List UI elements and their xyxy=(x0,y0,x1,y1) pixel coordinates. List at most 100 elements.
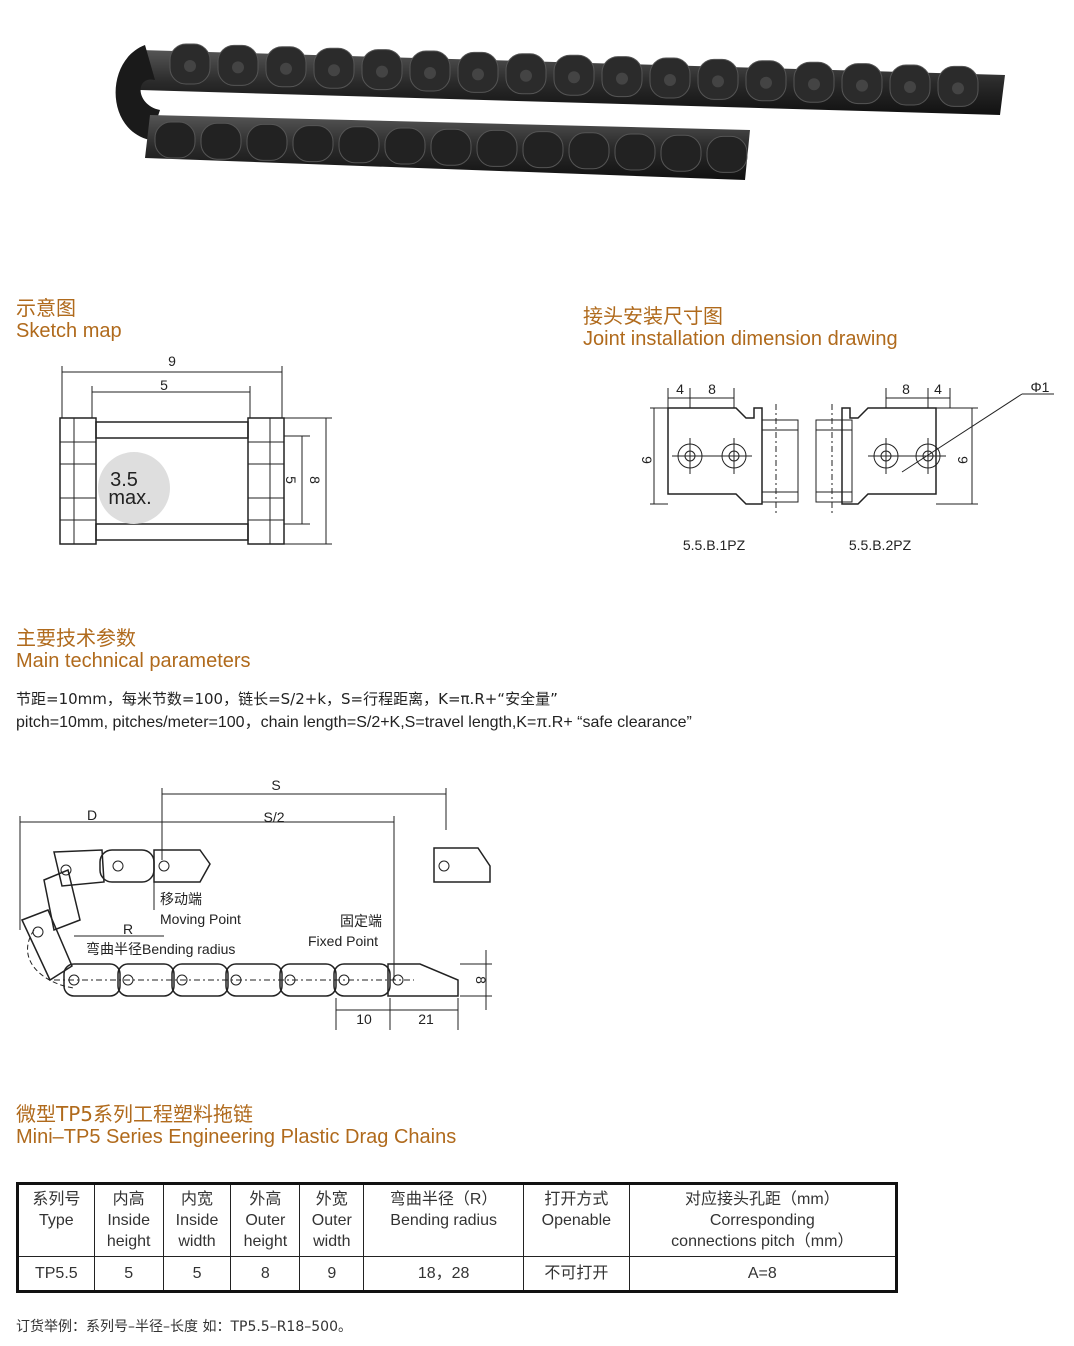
header-line: Outer xyxy=(311,1212,352,1229)
dim-R: R xyxy=(123,921,133,937)
table-header-cell: 打开方式 Openable xyxy=(523,1183,630,1257)
joint-dim-4-left: 4 xyxy=(676,381,684,397)
header-line: width xyxy=(313,1233,351,1250)
joint-dim-8-right: 8 xyxy=(902,381,910,397)
moving-point-cn: 移动端 xyxy=(160,891,202,907)
params-title-cn: 主要技术参数 xyxy=(16,626,136,650)
header-line: 外宽 xyxy=(315,1191,348,1208)
sketch-title-cn: 示意图 xyxy=(16,296,76,320)
series-title-cn: 微型TP5系列工程塑料拖链 xyxy=(16,1102,254,1126)
params-title-en: Main technical parameters xyxy=(16,650,251,672)
chain-link-pin xyxy=(568,71,580,84)
joint-drawing: 4 8 8 4 Φ1 9 9 5.5.B.1PZ 5.5.B.2PZ xyxy=(639,379,1054,553)
chain-link-pin xyxy=(616,72,628,85)
fixed-point-en: Fixed Point xyxy=(308,933,378,949)
joint-height-left: 9 xyxy=(639,456,655,464)
dim-S-half: S/2 xyxy=(263,809,284,825)
header-line: height xyxy=(106,1233,151,1250)
joint-dia: Φ1 xyxy=(1031,379,1050,395)
chain-link-pin xyxy=(424,67,436,79)
header-line: 对应接头孔距（mm） xyxy=(684,1191,840,1208)
chain-link-pin xyxy=(472,68,484,81)
chain-link xyxy=(614,133,656,171)
chain-link xyxy=(200,122,242,160)
chain-link xyxy=(660,134,702,172)
header-line: width xyxy=(178,1233,216,1250)
chain-link-pin xyxy=(712,75,724,88)
fixed-point-cn: 固定端 xyxy=(340,913,382,929)
sketch-dim-5: 5 xyxy=(160,377,168,393)
chain-link-pin xyxy=(760,76,772,89)
chain-link-pin xyxy=(328,64,340,77)
table-cell: TP5.5 xyxy=(17,1256,95,1292)
chain-link xyxy=(522,131,564,169)
chain-link xyxy=(292,125,334,163)
chain-link-pin xyxy=(232,61,244,74)
chain-link xyxy=(246,123,288,161)
table-header-cell: 外宽 Outer width xyxy=(299,1183,365,1257)
table-header-cell: 内宽 Inside width xyxy=(162,1183,232,1257)
joint-label-right: 5.5.B.2PZ xyxy=(849,537,912,553)
joint-dim-8-left: 8 xyxy=(708,381,716,397)
header-line: Inside xyxy=(107,1212,151,1229)
table-cell: 8 xyxy=(230,1256,301,1292)
params-text-en: pitch=10mm, pitches/meter=100，chain leng… xyxy=(16,714,692,731)
table-cell: 18，28 xyxy=(363,1256,525,1292)
header-line: 弯曲半径（R） xyxy=(389,1191,498,1208)
header-line: Inside xyxy=(175,1212,219,1229)
table-header-cell: 对应接头孔距（mm） Corresponding connections pitch… xyxy=(628,1183,898,1257)
chain-link xyxy=(338,126,380,164)
chain-link-pin xyxy=(856,79,868,92)
table-cell: 不可打开 xyxy=(523,1256,630,1292)
joint-title-cn: 接头安装尺寸图 xyxy=(583,304,723,328)
radius-marker xyxy=(98,452,170,524)
chain-link xyxy=(430,128,472,166)
header-line: 打开方式 xyxy=(544,1191,609,1208)
sketch-dim-h8: 8 xyxy=(307,476,323,484)
header-line: Bending radius xyxy=(390,1212,498,1229)
header-line: 外高 xyxy=(249,1191,282,1208)
params-text-cn: 节距=10mm，每米节数=100，链长=S/2+k，S=行程距离，K=π.R+“… xyxy=(16,690,558,708)
table-header-cell: 弯曲半径（R） Bending radius xyxy=(363,1183,525,1257)
table-header-cell: 系列号 Type xyxy=(17,1183,95,1257)
chain-link xyxy=(384,127,426,165)
radius-value: 3.5 xyxy=(110,469,138,491)
header-line: 内宽 xyxy=(181,1191,214,1208)
dim-D: D xyxy=(87,807,97,823)
series-title-en: Mini–TP5 Series Engineering Plastic Drag… xyxy=(16,1126,457,1148)
header-line: connections pitch（mm） xyxy=(671,1233,854,1250)
dim-S: S xyxy=(271,777,280,793)
chain-link xyxy=(154,121,196,159)
header-line: Corresponding xyxy=(709,1212,815,1229)
sketch-dim-h5: 5 xyxy=(283,476,299,484)
sketch-title-en: Sketch map xyxy=(16,320,122,342)
chain-link-pin xyxy=(664,74,676,86)
table-cell: 5 xyxy=(93,1256,164,1292)
header-line: 系列号 xyxy=(32,1191,81,1208)
header-line: Openable xyxy=(541,1212,612,1229)
chain-layout-drawing: S S/2 D 移动端 Moving Point R 弯曲半径Bending r… xyxy=(19,777,492,1030)
bending-radius-label: 弯曲半径Bending radius xyxy=(86,941,235,957)
drag-chain-photo xyxy=(115,43,1005,180)
order-example: 订货举例：系列号–半径–长度 如：TP5.5–R18–500。 xyxy=(16,1319,352,1335)
table-cell: 5 xyxy=(162,1256,232,1292)
chain-link-pin xyxy=(376,65,388,78)
chain-link-pin xyxy=(952,82,964,95)
dim-10: 10 xyxy=(356,1011,372,1027)
header-line: height xyxy=(243,1233,288,1250)
chain-link xyxy=(568,132,610,170)
joint-height-right: 9 xyxy=(955,456,971,464)
sketch-dim-9: 9 xyxy=(168,353,176,369)
sketch-map-drawing: 9 5 5 8 3.5 max. xyxy=(59,353,332,545)
table-cell: A=8 xyxy=(628,1256,898,1292)
chain-link-pin xyxy=(808,78,820,91)
header-line: Type xyxy=(38,1212,74,1229)
dim-8: 8 xyxy=(473,976,489,984)
chain-link-pin xyxy=(184,60,196,72)
moving-point-en: Moving Point xyxy=(160,911,241,927)
